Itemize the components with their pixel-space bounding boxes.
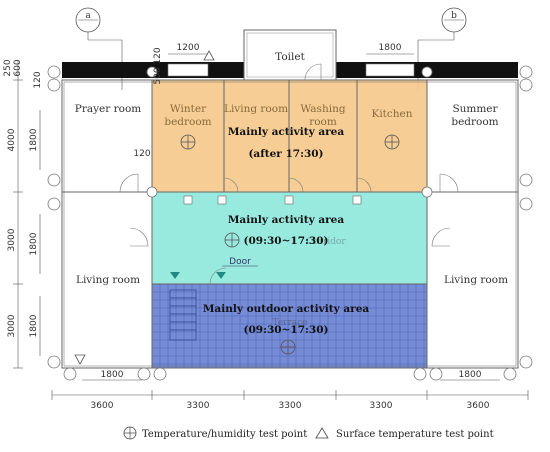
- legend-th-label: Temperature/humidity test point: [142, 429, 307, 440]
- room-washing-line1: Washing: [300, 103, 345, 115]
- door-label: Door: [229, 257, 251, 267]
- daytime-activity-zone: [152, 192, 427, 284]
- room-summer-bedroom-line1: Summer: [452, 103, 498, 115]
- daytime-zone-time: (09:30~17:30): [244, 235, 329, 247]
- surface-test-points: [74, 50, 226, 365]
- dim-bottom-3300-a: 3300: [187, 401, 210, 411]
- dim-left-1800-c: 1800: [29, 314, 39, 337]
- evening-zone-time: (after 17:30): [248, 148, 323, 160]
- room-terrace-faint: Terrace: [273, 318, 308, 328]
- room-living-right: Living room: [444, 274, 508, 286]
- room-prayer: Prayer room: [75, 103, 142, 115]
- dim-bottom-1800-right: 1800: [459, 370, 482, 380]
- outdoor-zone-title: Mainly outdoor activity area: [203, 303, 370, 315]
- dim-top-1800: 1800: [379, 43, 402, 53]
- dim-bottom-3300-b: 3300: [279, 401, 302, 411]
- toilet-room: [243, 29, 337, 81]
- door-swings: [119, 173, 459, 285]
- terrace-grid: [152, 284, 427, 368]
- room-living-left: Living room: [76, 274, 140, 286]
- legend-surface: Surface temperature test point: [315, 427, 494, 440]
- dim-inner-120: 120: [133, 149, 150, 159]
- legend-th: Temperature/humidity test point: [123, 426, 307, 440]
- room-living-top: Living room: [224, 103, 288, 115]
- evening-zone-title: Mainly activity area: [228, 126, 345, 138]
- room-corridor-faint: Corridor: [306, 237, 346, 247]
- dim-top-500: 500: [153, 67, 163, 84]
- room-toilet: Toilet: [275, 51, 305, 63]
- dim-left-1800-b: 1800: [29, 232, 39, 255]
- dim-left-250: 250: [3, 59, 13, 76]
- svg-text:a: a: [85, 11, 91, 21]
- partition-posts: [183, 195, 362, 205]
- dim-left-3000-b: 3000: [7, 314, 17, 337]
- dim-bottom-3300-c: 3300: [370, 401, 393, 411]
- outdoor-zone-time: (09:30~17:30): [244, 324, 329, 336]
- dim-top-1200: 1200: [177, 43, 200, 53]
- room-kitchen: Kitchen: [371, 108, 412, 120]
- legend-surface-label: Surface temperature test point: [336, 429, 494, 440]
- th-test-points: [180, 134, 400, 355]
- dim-left-1800-a: 1800: [29, 128, 39, 151]
- room-winter-bedroom-line1: Winter: [170, 103, 207, 115]
- dim-left-120: 120: [33, 71, 43, 88]
- dim-bottom-3600-left: 3600: [91, 401, 114, 411]
- terrace-stairs: [169, 289, 197, 341]
- top-windows: [167, 63, 415, 77]
- dim-left-600: 600: [13, 59, 23, 76]
- dim-bottom-1800-left: 1800: [101, 370, 124, 380]
- dim-top-120: 120: [153, 47, 163, 64]
- room-summer-bedroom-line2: bedroom: [451, 116, 498, 128]
- columns: [47, 65, 533, 381]
- dim-left-4000: 4000: [7, 128, 17, 151]
- triangle-icon: [315, 427, 329, 439]
- dimension-lines: [13, 53, 529, 400]
- room-washing-line2: room: [309, 116, 337, 128]
- daytime-zone-title: Mainly activity area: [228, 214, 345, 226]
- dim-bottom-3600-right: 3600: [467, 401, 490, 411]
- dim-left-3000-a: 3000: [7, 228, 17, 251]
- svg-text:b: b: [451, 11, 457, 21]
- room-winter-bedroom-line2: bedroom: [164, 116, 211, 128]
